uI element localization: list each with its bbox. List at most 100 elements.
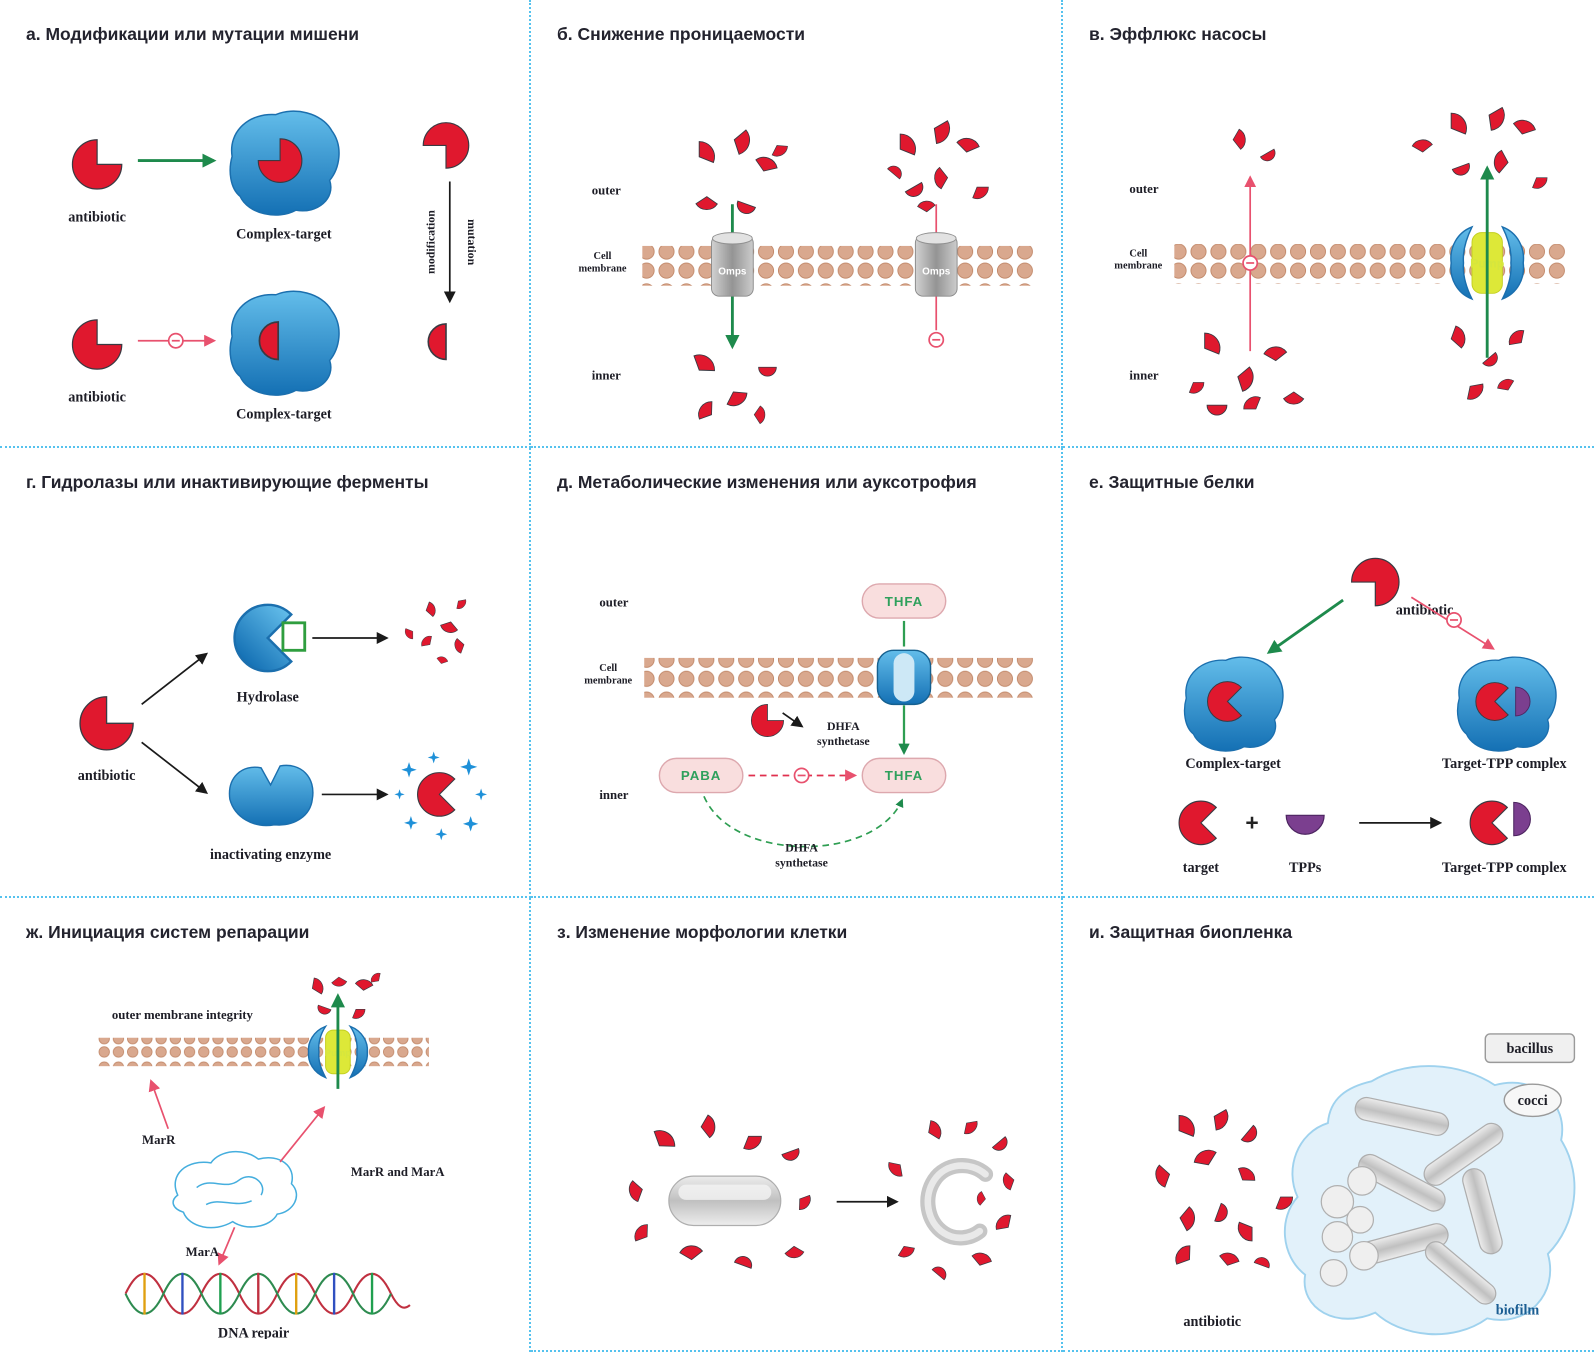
dna-repair-label: DNA repair <box>218 1325 289 1339</box>
panel-i-title: и. Защитная биопленка <box>1089 922 1293 942</box>
inactivating-enzyme-label: inactivating enzyme <box>210 847 331 863</box>
curved-cell <box>920 1157 994 1246</box>
antibiotic-pacman <box>750 703 784 737</box>
dhfa-synthetase-label-2b: synthetase <box>775 855 828 869</box>
binding-arrow <box>1266 598 1344 654</box>
antibiotic-fragments-right <box>887 1120 1016 1281</box>
antibiotic-fragments-inner-left <box>1188 332 1305 416</box>
complex-target-label: Complex-target <box>236 226 332 242</box>
omps-label-2: Omps <box>922 266 951 277</box>
dhfa-synthetase-label-1b: synthetase <box>817 734 870 748</box>
tpp-protein <box>1285 814 1325 835</box>
outer-membrane-integrity-label: outer membrane integrity <box>112 1008 254 1022</box>
panel-e: е. Защитные белки antibiotic Complex-tar… <box>1063 448 1594 898</box>
membrane-label: membrane <box>1114 261 1162 272</box>
rod-shaped-cell <box>668 1175 782 1227</box>
target-pacman <box>1169 791 1233 855</box>
paba-label: PABA <box>681 768 721 783</box>
cell-label: Cell <box>594 251 612 262</box>
complex-target-label-2: Complex-target <box>236 406 332 422</box>
antibiotic-label: antibiotic <box>78 768 136 784</box>
panel-a: а. Модификации или мутации мишени antibi… <box>0 0 531 448</box>
cocci-label: cocci <box>1518 1093 1548 1109</box>
panel-g-title: г. Гидролазы или инактивирующие ферменты <box>26 472 429 492</box>
panel-z-title: з. Изменение морфологии клетки <box>557 922 848 942</box>
mutated-complex-target-blob <box>229 290 340 396</box>
antibiotic-fragments-outer-right <box>887 120 989 215</box>
membrane-label: membrane <box>579 264 627 275</box>
panel-d-diagram: outer Cell membrane inner THFA THFA PABA <box>584 583 1035 869</box>
antibiotic-pacman-2 <box>71 319 123 370</box>
membrane-label: membrane <box>584 675 632 686</box>
to-enzyme-arrow <box>141 741 209 794</box>
panel-zh-diagram: outer membrane integrity Pump MarR <box>97 972 445 1339</box>
panel-g: г. Гидролазы или инактивирующие ферменты… <box>0 448 531 898</box>
antibiotic-fragments-outer-left <box>694 129 788 217</box>
dhfa-synthetase-label-1a: DHFA <box>827 719 860 733</box>
cell-label: Cell <box>1129 248 1147 259</box>
mara-label: MarA <box>186 1245 220 1259</box>
panel-g-diagram: antibiotic Hydrolase inactivating <box>78 589 488 863</box>
hydrolase-enzyme <box>219 589 316 687</box>
antibiotic-pacman <box>71 139 123 190</box>
cell-membrane <box>644 657 1035 698</box>
target-tpp-bound-label: Target-TPP complex <box>1442 860 1568 876</box>
antibiotic-fragments <box>1151 1109 1294 1270</box>
cell-label: Cell <box>599 663 617 674</box>
bacillus-label: bacillus <box>1507 1041 1554 1057</box>
tpps-label: TPPs <box>1289 860 1322 876</box>
panel-a-diagram: antibiotic Complex-target modification m… <box>68 110 479 422</box>
complex-target-blob <box>1183 656 1284 752</box>
antibiotic-fragments-inner-left <box>693 350 777 425</box>
panel-b: б. Снижение проницаемости outer Cell mem… <box>531 0 1063 448</box>
thfa-inner-label: THFA <box>885 768 923 783</box>
target-tpp-complex-label: Target-TPP complex <box>1442 756 1568 772</box>
marr-arrow <box>148 1079 170 1130</box>
dhfa-synthetase-label-2a: DHFA <box>785 840 818 854</box>
panel-d: д. Метаболические изменения или ауксотро… <box>531 448 1063 898</box>
biofilm-label: biofilm <box>1496 1303 1540 1319</box>
panel-b-title: б. Снижение проницаемости <box>557 24 806 44</box>
omps-label-1: Omps <box>718 266 747 277</box>
inactivating-enzyme <box>228 764 314 827</box>
marr-and-mara-label: MarR and MarA <box>351 1165 445 1179</box>
biofilm-cocci-bacteria <box>1319 1166 1379 1287</box>
hydrolase-label: Hydrolase <box>237 690 299 706</box>
thfa-outer-pill: THFA <box>861 583 947 619</box>
complex-target-label: Complex-target <box>1185 756 1281 772</box>
activation-arrow <box>279 1106 326 1163</box>
target-tpp-complex-blob <box>1456 656 1557 752</box>
modification-label: modification <box>424 210 438 274</box>
target-label: target <box>1183 860 1220 876</box>
panel-i: и. Защитная биопленка biofilm <box>1063 898 1594 1352</box>
bacillus-legend: bacillus <box>1484 1033 1576 1064</box>
antibiotic-pacman <box>79 696 134 751</box>
panel-z-diagram <box>625 1114 1016 1281</box>
panel-z: з. Изменение морфологии клетки <box>531 898 1063 1352</box>
panel-i-diagram: biofilm bacillus cocci <box>1151 1033 1576 1336</box>
degraded-antibiotic-fragments <box>404 599 468 666</box>
regulator-protein-blob <box>172 1150 298 1229</box>
panel-v-title: в. Эффлюкс насосы <box>1089 24 1267 44</box>
dna-helix <box>124 1272 411 1315</box>
outer-membrane <box>97 1037 429 1067</box>
outer-label: outer <box>1129 182 1158 196</box>
inner-label: inner <box>592 369 621 383</box>
cell-membrane <box>1174 244 1568 284</box>
target-tpp-bound <box>1460 791 1531 855</box>
antibiotic-fragments-outer <box>311 972 382 1019</box>
cell-membrane <box>642 245 1036 286</box>
outer-label: outer <box>592 184 621 198</box>
antibiotic-label: antibiotic <box>68 209 126 225</box>
outer-label: outer <box>599 596 628 610</box>
antibiotic-fragments-outer-right <box>1411 107 1548 189</box>
inner-label: inner <box>1129 369 1158 383</box>
panel-zh: ж. Инициация систем репарации outer memb… <box>0 898 531 1352</box>
panel-e-diagram: antibiotic Complex-target Target-TPP com… <box>1169 557 1568 876</box>
antibiotic-fragments-outer-left <box>1230 128 1279 165</box>
panel-v-diagram: outer Cell membrane inner <box>1114 107 1568 416</box>
plus-sign: + <box>1245 809 1258 835</box>
mutated-target <box>427 323 447 361</box>
bypass-pathway-arrow <box>703 795 904 848</box>
